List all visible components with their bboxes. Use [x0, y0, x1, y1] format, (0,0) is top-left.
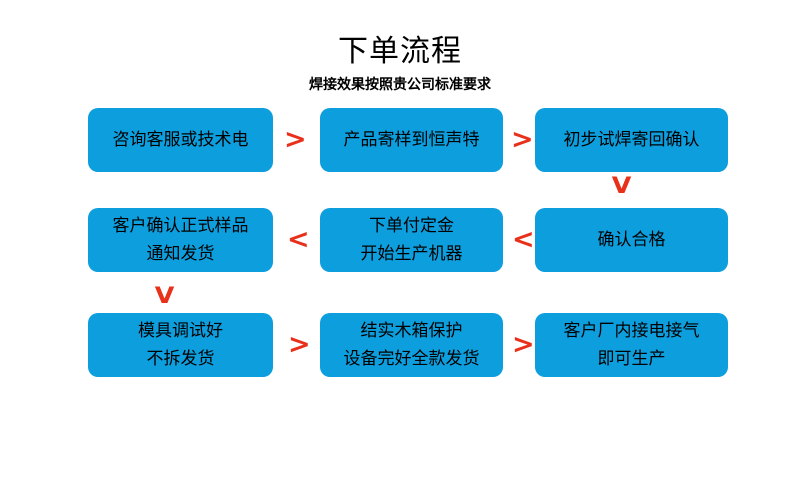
- arrow-down-icon: V: [611, 174, 632, 199]
- flow-node-label: 开始生产机器: [360, 244, 463, 264]
- flow-node-onsite-hookup-production[interactable]: 客户厂内接电接气 即可生产: [535, 313, 728, 377]
- flow-node-consult-service[interactable]: 咨询客服或技术电: [88, 108, 273, 172]
- flow-node-label: 客户确认正式样品: [112, 216, 249, 236]
- arrow-down-icon: V: [154, 284, 175, 309]
- flow-node-crate-packing-shipment[interactable]: 结实木箱保护 设备完好全款发货: [320, 313, 503, 377]
- flow-node-label: 确认合格: [597, 230, 666, 250]
- flow-node-send-sample[interactable]: 产品寄样到恒声特: [320, 108, 503, 172]
- flow-node-label: 模具调试好: [138, 321, 223, 341]
- flow-node-label: 即可生产: [597, 349, 666, 369]
- arrow-right-icon: >: [512, 329, 535, 360]
- flow-node-confirm-qualified[interactable]: 确认合格: [535, 208, 728, 272]
- flow-node-label: 初步试焊寄回确认: [563, 130, 700, 150]
- arrow-right-icon: >: [284, 124, 307, 155]
- arrow-left-icon: <: [287, 224, 310, 255]
- flow-node-label: 咨询客服或技术电: [112, 130, 249, 150]
- flow-node-label: 不拆发货: [146, 349, 215, 369]
- page-title: 下单流程: [338, 34, 462, 69]
- flow-node-label: 通知发货: [146, 244, 215, 264]
- flow-node-deposit-production[interactable]: 下单付定金 开始生产机器: [320, 208, 503, 272]
- flow-node-label: 设备完好全款发货: [343, 349, 480, 369]
- flow-node-customer-confirm-sample[interactable]: 客户确认正式样品 通知发货: [88, 208, 273, 272]
- page-subtitle: 焊接效果按照贵公司标准要求: [309, 77, 491, 93]
- flow-node-trial-weld-confirm[interactable]: 初步试焊寄回确认: [535, 108, 728, 172]
- flow-node-mold-tuned-no-disassembly[interactable]: 模具调试好 不拆发货: [88, 313, 273, 377]
- flow-node-label: 产品寄样到恒声特: [343, 130, 480, 150]
- flow-node-label: 下单付定金: [369, 216, 454, 236]
- flow-node-label: 结实木箱保护: [360, 321, 463, 341]
- arrow-left-icon: <: [512, 224, 535, 255]
- arrow-right-icon: >: [511, 124, 534, 155]
- arrow-right-icon: >: [288, 329, 311, 360]
- flow-node-label: 客户厂内接电接气: [563, 321, 700, 341]
